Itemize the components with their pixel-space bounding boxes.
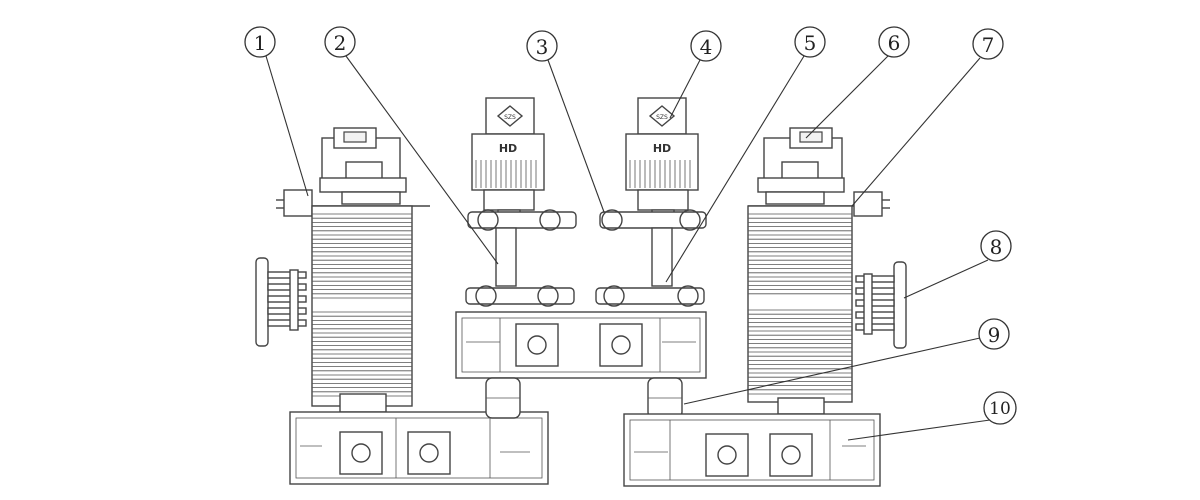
callout-5: 5 — [794, 26, 826, 58]
callout-7-label: 7 — [982, 33, 995, 57]
leader-8 — [903, 259, 989, 299]
callout-6: 6 — [878, 26, 910, 58]
callout-4: 4 — [690, 30, 722, 62]
leader-3 — [547, 59, 605, 213]
callout-7: 7 — [972, 28, 1004, 60]
callout-1: 1 — [244, 26, 276, 58]
upper-couplings — [467, 209, 707, 231]
right-motor-badge-text: SZS — [656, 114, 668, 121]
leader-lines — [265, 55, 991, 441]
callout-9: 9 — [978, 318, 1010, 350]
leader-2 — [345, 55, 499, 265]
right-motor-plate-text: HD — [653, 142, 671, 155]
left-bottom-plate — [289, 411, 549, 485]
callout-1-label: 1 — [254, 31, 267, 55]
callout-4-label: 4 — [700, 35, 713, 59]
callout-8-label: 8 — [990, 235, 1003, 259]
right-coil-ribs — [748, 213, 852, 395]
center-gearbox — [455, 311, 707, 379]
callout-8: 8 — [980, 230, 1012, 262]
left-motor-plate-text: HD — [499, 142, 517, 155]
callout-9-label: 9 — [988, 323, 1001, 347]
callout-10-label: 10 — [989, 399, 1011, 419]
right-bottom-plate — [623, 413, 881, 487]
callout-3: 3 — [526, 30, 558, 62]
callout-6-label: 6 — [888, 31, 901, 55]
callout-3-label: 3 — [536, 35, 549, 59]
lower-couplings — [465, 285, 705, 307]
leader-4 — [669, 59, 701, 119]
callout-2: 2 — [324, 26, 356, 58]
left-coil-unit — [255, 127, 430, 413]
left-coil-ribs — [312, 213, 412, 397]
left-motor-badge-text: SZS — [504, 114, 516, 121]
leader-9 — [683, 337, 981, 405]
callout-5-label: 5 — [804, 31, 817, 55]
leader-5 — [665, 55, 805, 283]
right-motor — [625, 97, 699, 221]
leader-10 — [847, 419, 991, 441]
callout-10: 10 — [983, 391, 1017, 425]
leader-7 — [851, 57, 981, 207]
leader-1 — [265, 55, 309, 197]
leader-6 — [805, 55, 889, 139]
right-coil-unit — [747, 127, 907, 415]
callout-2-label: 2 — [334, 31, 347, 55]
